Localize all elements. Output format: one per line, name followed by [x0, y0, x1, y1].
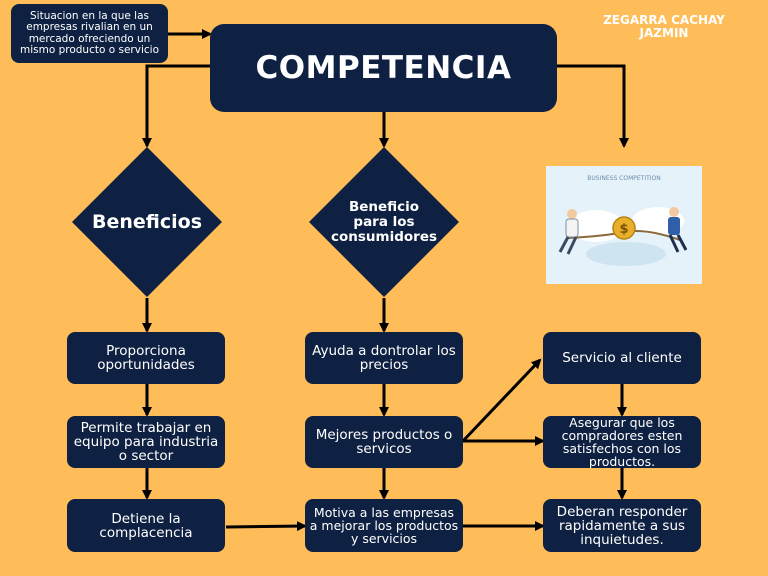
left-box-1: Proporciona oportunidades	[67, 332, 225, 384]
middle-box-3: Motiva a las empresas a mejorar los prod…	[305, 499, 463, 552]
definition-note: Situacion en la que las empresas rivalia…	[11, 4, 168, 63]
svg-text:$: $	[619, 222, 628, 237]
diamond-beneficios-label: Beneficios	[92, 211, 203, 233]
arrow-mid2-to-right1	[461, 358, 542, 443]
left-box-3: Detiene la complacencia	[67, 499, 225, 552]
illustration-caption: BUSINESS COMPETITION	[587, 175, 660, 182]
author-line-1: ZEGARRA CACHAY	[603, 13, 725, 27]
middle-box-1: Ayuda a dontrolar los precios	[305, 332, 463, 384]
diamond-beneficios: Beneficios	[72, 147, 222, 297]
arrow-title-to-beneficios	[142, 64, 210, 148]
diamond-consumidores-label: Beneficio para los consumidores	[331, 198, 438, 245]
diamond-consumidores: Beneficio para los consumidores	[309, 147, 459, 297]
left-box-2: Permite trabajar en equipo para industri…	[67, 416, 225, 468]
arrow-title-to-illustration	[557, 64, 629, 148]
author-line-2: JAZMIN	[639, 26, 689, 40]
right-box-3: Deberan responder rapidamente a sus inqu…	[543, 499, 701, 552]
author-name: ZEGARRA CACHAY JAZMIN	[600, 14, 728, 40]
middle-box-2: Mejores productos o servicos	[305, 416, 463, 468]
main-title: COMPETENCIA	[210, 24, 557, 112]
business-competition-illustration: BUSINESS COMPETITION $	[546, 166, 702, 284]
tug-of-war-icon: BUSINESS COMPETITION $	[546, 166, 702, 284]
right-box-2: Asegurar que los compradores esten satis…	[543, 416, 701, 468]
right-box-1: Servicio al cliente	[543, 332, 701, 384]
arrow-left3-to-mid3	[225, 521, 307, 532]
